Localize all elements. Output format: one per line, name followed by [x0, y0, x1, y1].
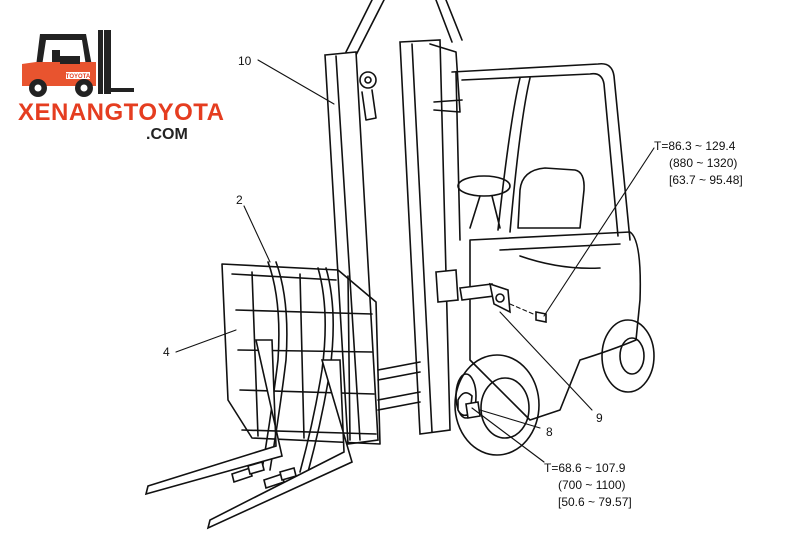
- rear-wheel: [601, 319, 655, 393]
- leader-lines: [175, 59, 655, 463]
- leader-9: [499, 311, 593, 411]
- callout-2: 2: [236, 193, 243, 207]
- tilt-cylinder-bracket: [435, 269, 459, 303]
- leader-torque-upper: [543, 147, 655, 317]
- operator-seat: [517, 167, 585, 229]
- torque-upper-line2: (880 ~ 1320): [669, 156, 737, 170]
- forklift-logo-icon: TOYOTA: [22, 30, 134, 97]
- fork-right: [206, 359, 353, 530]
- callout-9: 9: [596, 411, 603, 425]
- torque-spec-lower: T=68.6 ~ 107.9 (700 ~ 1100) [50.6 ~ 79.5…: [544, 461, 632, 509]
- hydraulic-hose-right: [299, 267, 326, 473]
- logo-badge-text: TOYOTA: [66, 74, 91, 80]
- truck-body: [469, 231, 642, 421]
- axle-bolt: [465, 401, 481, 419]
- tilt-pin-bolt: [535, 311, 547, 323]
- load-backrest: [221, 263, 381, 445]
- callout-4: 4: [163, 345, 170, 359]
- hydraulic-hose-left: [261, 261, 280, 471]
- leader-8: [479, 409, 541, 429]
- brand-domain: .COM: [146, 126, 188, 143]
- callout-10: 10: [238, 54, 252, 68]
- torque-lower-line3: [50.6 ~ 79.57]: [558, 495, 632, 509]
- lifting-chain-right: [435, 0, 463, 43]
- leader-4: [175, 329, 237, 353]
- callout-8: 8: [546, 425, 553, 439]
- inner-mast-upright: [399, 39, 451, 435]
- leader-10: [257, 59, 335, 105]
- fork-left: [144, 339, 283, 496]
- outer-mast-upright: [324, 51, 379, 445]
- lifting-chain-left: [345, 0, 385, 56]
- brand-logo: TOYOTA XENANGTOYOTA .COM: [18, 30, 224, 143]
- overhead-guard: [451, 62, 631, 241]
- torque-lower-line2: (700 ~ 1100): [558, 478, 626, 492]
- torque-upper-line3: [63.7 ~ 95.48]: [669, 173, 743, 187]
- torque-spec-upper: T=86.3 ~ 129.4 (880 ~ 1320) [63.7 ~ 95.4…: [654, 139, 743, 187]
- leader-torque-lower: [471, 407, 545, 463]
- tilt-cylinder-rod: [459, 283, 495, 301]
- brand-name: XENANGTOYOTA: [18, 99, 224, 126]
- torque-upper-line1: T=86.3 ~ 129.4: [654, 139, 736, 153]
- leader-2: [243, 205, 271, 263]
- front-wheel: [454, 354, 540, 456]
- forklift-line-art: [144, 0, 655, 530]
- torque-lower-line1: T=68.6 ~ 107.9: [544, 461, 626, 475]
